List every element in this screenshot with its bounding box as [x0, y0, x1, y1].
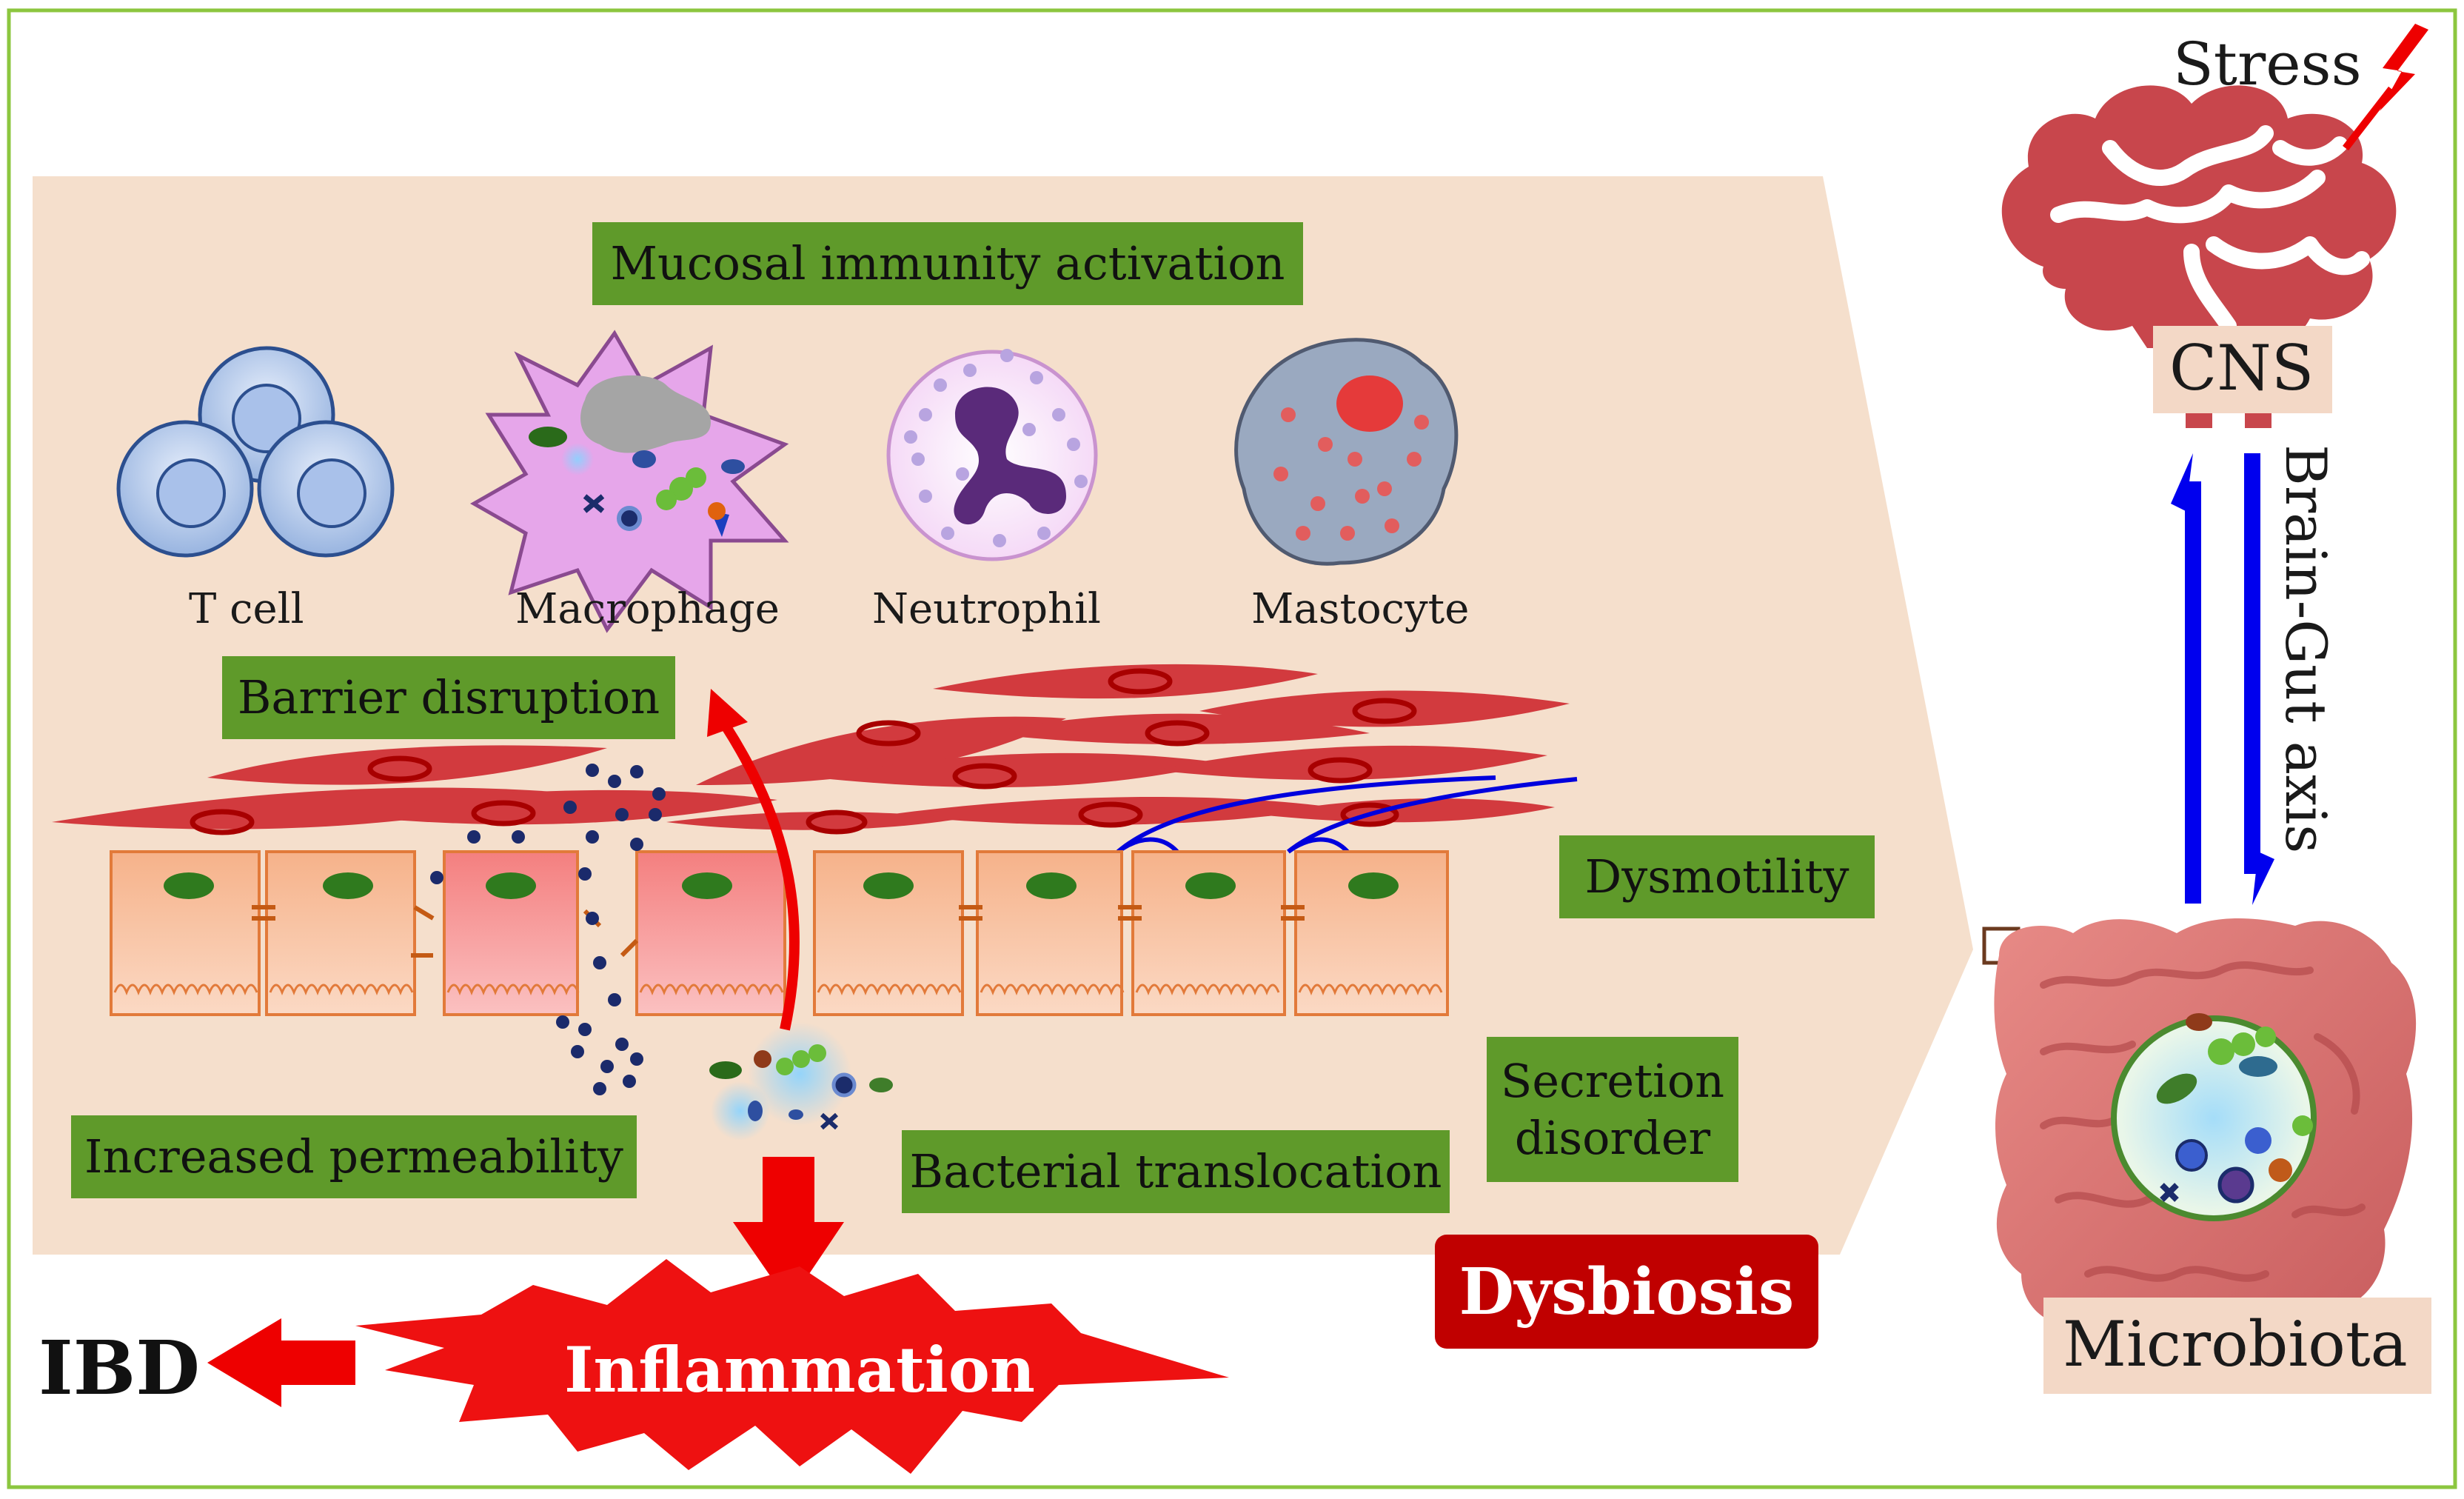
epithelial-cell	[1131, 850, 1286, 1016]
epithelial-cell-damaged	[443, 850, 579, 1016]
dysbiosis-box	[1435, 1235, 1818, 1349]
nerve-fibers	[1116, 775, 1578, 854]
mastocyte-icon	[1234, 338, 1459, 566]
brain-gut-arrows	[2171, 453, 2274, 905]
t-cell-icon	[116, 346, 395, 558]
down-arrow	[733, 1157, 844, 1303]
epithelial-layer	[110, 850, 1449, 1016]
epithelial-cell	[1294, 850, 1449, 1016]
intestine-icon	[1994, 918, 2417, 1372]
translocation-arrow	[707, 689, 800, 1031]
neutrophil-icon	[886, 349, 1098, 561]
stress-pointer	[2343, 86, 2394, 151]
bacteria-cluster	[709, 1022, 893, 1141]
left-arrow	[207, 1318, 355, 1407]
microbiota-box	[2043, 1298, 2431, 1394]
permeability-particles	[430, 764, 666, 1095]
cns-box	[2153, 326, 2332, 413]
brain-icon	[2001, 85, 2397, 348]
epithelial-cell	[976, 850, 1123, 1016]
epithelial-cell	[265, 850, 416, 1016]
muscle-nuclei	[190, 668, 1417, 835]
epithelial-cell	[110, 850, 261, 1016]
mucosa-panel	[33, 176, 1973, 1255]
inflammation-burst	[355, 1259, 1229, 1474]
macrophage-icon	[469, 330, 789, 633]
epithelial-cell	[813, 850, 964, 1016]
epithelial-cell-damaged	[635, 850, 786, 1016]
